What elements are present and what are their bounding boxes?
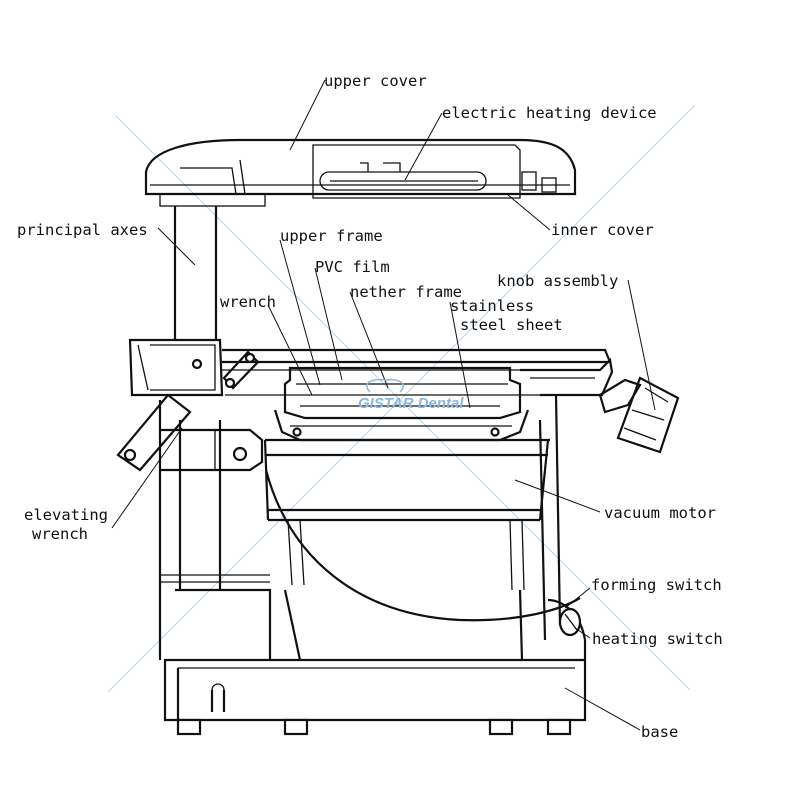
label-vacuum-motor: vacuum motor [604,504,716,522]
label-elevating: elevating [24,506,108,524]
label-elevating-wrench: wrench [32,525,88,543]
lower-body [158,400,587,736]
leader-lines [111,79,656,731]
frame-mount [116,338,264,472]
label-nether-frame: nether frame [350,283,462,301]
watermark-tooth-icon [366,378,404,393]
label-heating-switch: heating switch [592,630,723,648]
label-upper-frame: upper frame [280,227,383,245]
labels: upper cover electric heating device inne… [17,72,723,741]
label-forming-switch: forming switch [591,576,722,594]
knob-assembly-shape [598,376,680,454]
label-principal-axes: principal axes [17,221,148,239]
label-knob-assembly: knob assembly [497,272,618,290]
vacuum-body [263,394,581,641]
label-base: base [641,723,678,741]
label-electric-heating-device: electric heating device [442,104,657,122]
watermark: GISTAR Dental [358,395,464,412]
upper-cover-shape [144,138,577,207]
label-pvc-film: PVC film [315,258,390,276]
label-steel-sheet: steel sheet [460,316,563,334]
label-inner-cover: inner cover [551,221,654,239]
label-upper-cover: upper cover [324,72,427,90]
label-stainless: stainless [450,297,534,315]
principal-axes-column [173,206,222,590]
background-guides [107,104,696,693]
label-wrench: wrench [220,293,276,311]
